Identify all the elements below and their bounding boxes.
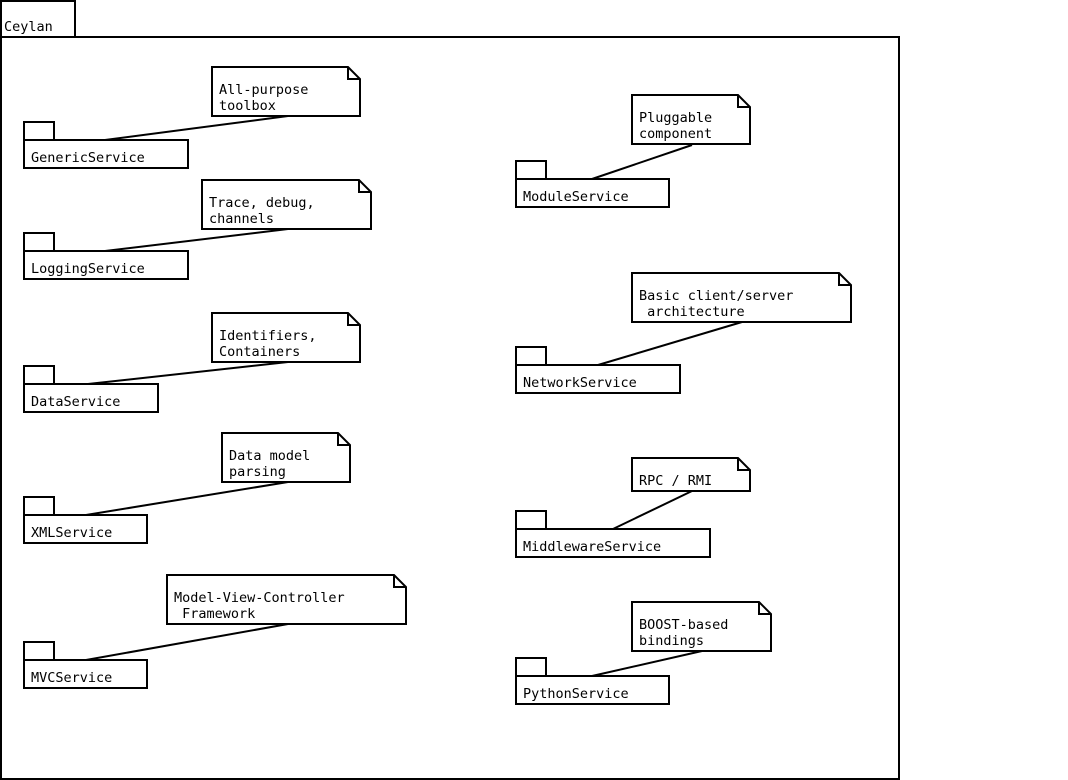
package-tab [23, 641, 55, 661]
service-name: DataService [31, 394, 120, 410]
note-text: Trace, debug, [209, 195, 315, 211]
service-loggingservice: LoggingService Trace, debug,channels [23, 179, 372, 280]
note-text: channels [209, 211, 274, 227]
services-group: GenericService All-purposetoolboxLoggingS… [23, 66, 852, 705]
package-box [515, 675, 670, 705]
note-fold [393, 575, 406, 588]
service-name: XMLService [31, 525, 112, 541]
note-text: Data model [229, 448, 310, 464]
note-connector [85, 481, 289, 516]
note-text: toolbox [219, 98, 276, 114]
note-text: Pluggable [639, 110, 712, 126]
package-tab [23, 365, 55, 385]
note-fold [358, 180, 371, 193]
note-text: bindings [639, 633, 704, 649]
note-fold [347, 67, 360, 80]
package-tab [515, 510, 547, 530]
service-dataservice: DataService Identifiers,Containers [23, 312, 361, 413]
service-name: GenericService [31, 150, 145, 166]
note-text: RPC / RMI [639, 473, 712, 489]
note-text: parsing [229, 464, 286, 480]
note-text: All-purpose [219, 82, 308, 98]
note-connector [85, 623, 289, 661]
service-name: NetworkService [523, 375, 637, 391]
package-tab [515, 160, 547, 180]
note-text: Model-View-Controller [174, 590, 345, 606]
service-name: LoggingService [31, 261, 145, 277]
note-text: architecture [639, 304, 745, 320]
note-text: Basic client/server [639, 288, 793, 304]
note-box [166, 574, 407, 625]
service-name: MVCService [31, 670, 112, 686]
note-text: Framework [174, 606, 255, 622]
package-box [23, 659, 148, 689]
package-tab [23, 232, 55, 252]
note-box [631, 272, 852, 323]
note-text: Containers [219, 344, 300, 360]
note-connector [104, 228, 289, 252]
package-box [23, 139, 189, 169]
service-name: ModuleService [523, 189, 629, 205]
package-box [515, 364, 681, 394]
note-fold [347, 313, 360, 326]
service-name: MiddlewareService [523, 539, 661, 555]
note-fold [337, 433, 350, 446]
note-box [221, 432, 351, 483]
package-box [23, 514, 148, 544]
note-text: BOOST-based [639, 617, 728, 633]
package-tab [23, 121, 55, 141]
package-title: Ceylan [4, 19, 53, 35]
note-box [631, 601, 772, 652]
package-box [23, 250, 189, 280]
package-box [23, 383, 159, 413]
note-fold [737, 458, 750, 471]
service-middlewareservice: MiddlewareService RPC / RMI [515, 457, 751, 558]
note-box [201, 179, 372, 230]
service-mvcservice: MVCService Model-View-Controller Framewor… [23, 574, 407, 689]
package-box [515, 178, 670, 208]
note-box [631, 457, 751, 492]
service-networkservice: NetworkService Basic client/server archit… [515, 272, 852, 394]
package-tab [23, 496, 55, 516]
note-fold [838, 273, 851, 286]
package-tab [515, 346, 547, 366]
note-connector [104, 115, 289, 141]
note-connector [591, 144, 693, 180]
note-connector [612, 490, 693, 530]
note-box [211, 66, 361, 117]
note-fold [737, 95, 750, 108]
note-box [211, 312, 361, 363]
note-connector [591, 650, 703, 677]
note-text: Identifiers, [219, 328, 317, 344]
package-box [515, 528, 711, 558]
service-name: PythonService [523, 686, 629, 702]
note-fold [758, 602, 771, 615]
note-connector [597, 321, 743, 366]
note-box [631, 94, 751, 145]
note-connector [87, 361, 289, 385]
note-text: component [639, 126, 712, 142]
package-tab [515, 657, 547, 677]
